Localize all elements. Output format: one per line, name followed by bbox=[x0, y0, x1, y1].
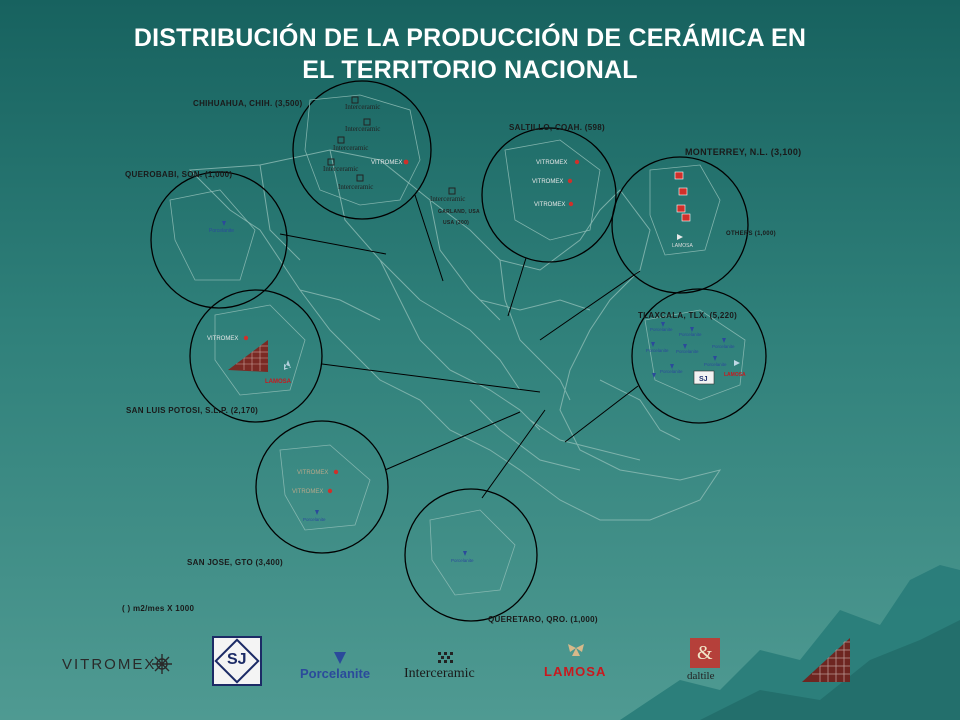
chihuahua-vitromex: VITROMEX bbox=[371, 160, 402, 166]
label-san-jose: SAN JOSE, GTO (3,400) bbox=[187, 558, 283, 567]
tlaxcala-porcelanite-4: Porcelanite bbox=[676, 349, 699, 354]
label-querobabi: QUEROBABI, SON. (1,000) bbox=[125, 170, 233, 179]
tlaxcala-porcelanite-3: Porcelanite bbox=[646, 348, 669, 353]
interceramic-logo-text: Interceramic bbox=[404, 666, 475, 681]
daltile-ampersand-icon: & bbox=[697, 642, 713, 664]
lamosa-logo: LAMOSA bbox=[540, 640, 616, 682]
monterrey-lamosa: LAMOSA bbox=[672, 243, 694, 249]
queretaro-circle bbox=[404, 488, 538, 622]
label-garland-value: USA (300) bbox=[443, 220, 470, 226]
slide-title: DISTRIBUCIÓN DE LA PRODUCCIÓN DE CERÁMIC… bbox=[80, 22, 860, 86]
chihuahua-interceramic-2: Interceramic bbox=[345, 125, 380, 133]
title-line-2: EL TERRITORIO NACIONAL bbox=[302, 56, 638, 84]
querobabi-porcelanite: Porcelanite bbox=[209, 228, 234, 234]
santa-julia-logo-text: SJ bbox=[227, 651, 247, 668]
tlaxcala-porcelanite-5: Porcelanite bbox=[712, 344, 735, 349]
san-luis-circle bbox=[189, 289, 323, 423]
san-luis-building-icon bbox=[228, 340, 268, 372]
tlaxcala-sj-box bbox=[693, 370, 715, 385]
label-monterrey: MONTERREY, N.L. (3,100) bbox=[685, 147, 802, 157]
chihuahua-interceramic-4: Interceramic bbox=[323, 165, 358, 173]
interceramic-logo: Interceramic bbox=[402, 650, 498, 684]
san-jose-porcelanite: Porcelanite bbox=[303, 517, 326, 522]
tlaxcala-sj-text: SJ bbox=[699, 376, 708, 383]
leader-lines bbox=[279, 194, 641, 499]
label-queretaro: QUERETARO, QRO. (1,000) bbox=[488, 615, 598, 624]
tlaxcala-lamosa: LAMOSA bbox=[724, 372, 746, 378]
state-borders bbox=[188, 149, 722, 521]
tlaxcala-circle bbox=[631, 288, 767, 424]
chihuahua-brand-marks bbox=[327, 96, 456, 195]
lamosa-logo-text: LAMOSA bbox=[544, 664, 607, 679]
querobabi-circle bbox=[150, 171, 288, 309]
interceramic-grid-icon bbox=[438, 652, 453, 663]
chihuahua-interceramic-3: Interceramic bbox=[333, 144, 368, 152]
daltile-logo: & daltile bbox=[686, 638, 726, 688]
san-jose-vitromex-2: VITROMEX bbox=[292, 489, 323, 495]
saltillo-vitromex-3: VITROMEX bbox=[534, 202, 565, 208]
porcelanite-logo-text: Porcelanite bbox=[300, 666, 371, 681]
building-grid-logo-icon bbox=[802, 638, 850, 682]
tlaxcala-porcelanite-7: Porcelanite bbox=[660, 369, 683, 374]
brand-logo-bar: VITROMEX SJ Porcelanite Interceramic bbox=[0, 628, 960, 720]
vitromex-sunburst-icon bbox=[152, 654, 172, 674]
chihuahua-circle bbox=[292, 80, 432, 220]
daltile-logo-text: daltile bbox=[687, 670, 715, 682]
garland-interceramic: Interceramic bbox=[430, 195, 465, 203]
vitromex-logo-text: VITROMEX bbox=[62, 656, 157, 673]
mountain-ridge bbox=[700, 620, 960, 720]
label-san-luis-potosi: SAN LUIS POTOSI, S.L.P. (2,170) bbox=[126, 406, 259, 415]
label-chihuahua: CHIHUAHUA, CHIH. (3,500) bbox=[193, 99, 303, 108]
saltillo-circle bbox=[481, 127, 617, 263]
label-tlaxcala: TLAXCALA, TLX. (5,220) bbox=[638, 311, 738, 320]
legend-units-note: ( ) m2/mes X 1000 bbox=[122, 604, 195, 613]
title-line-1: DISTRIBUCIÓN DE LA PRODUCCIÓN DE CERÁMIC… bbox=[133, 24, 807, 52]
san-luis-lamosa: LAMOSA bbox=[265, 379, 292, 385]
monterrey-circle bbox=[611, 156, 749, 294]
saltillo-vitromex-2: VITROMEX bbox=[532, 179, 563, 185]
tlaxcala-porcelanite-2: Porcelanite bbox=[679, 332, 702, 337]
porcelanite-mark-icon bbox=[334, 652, 346, 664]
label-saltillo: SALTILLO, COAH. (598) bbox=[509, 123, 605, 132]
tlaxcala-porcelanite-marks bbox=[651, 322, 726, 378]
saltillo-vitromex-1: VITROMEX bbox=[536, 160, 567, 166]
san-jose-vitromex-1: VITROMEX bbox=[297, 470, 328, 476]
porcelanite-logo: Porcelanite bbox=[298, 650, 384, 681]
chihuahua-interceramic-1: Interceramic bbox=[345, 103, 380, 111]
monterrey-daltile-marks bbox=[674, 171, 691, 222]
lamosa-mark-icon bbox=[568, 644, 584, 656]
queretaro-porcelanite: Porcelanite bbox=[451, 558, 474, 563]
tlaxcala-porcelanite-6: Porcelanite bbox=[704, 362, 727, 367]
label-others: OTHERS (1,000) bbox=[726, 231, 776, 237]
chihuahua-interceramic-5: Interceramic bbox=[338, 183, 373, 191]
santa-julia-logo: SJ bbox=[212, 636, 262, 686]
vitromex-logo: VITROMEX bbox=[62, 652, 182, 678]
san-jose-circle bbox=[255, 420, 389, 554]
label-garland: GARLAND, USA bbox=[438, 209, 480, 215]
san-luis-vitromex: VITROMEX bbox=[207, 336, 238, 342]
tlaxcala-porcelanite-1: Porcelanite bbox=[650, 327, 673, 332]
